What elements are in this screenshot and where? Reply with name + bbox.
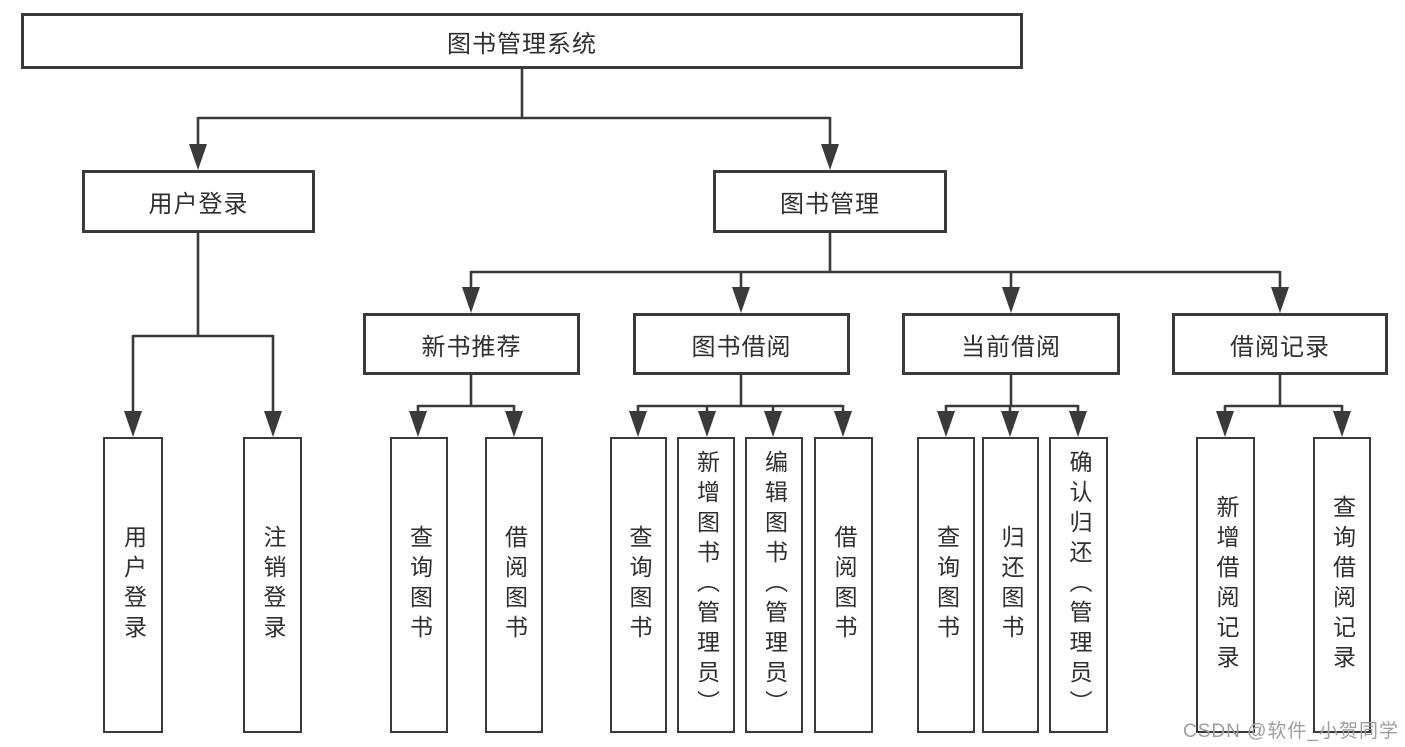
leaf-query-borrow-record: 查询借阅记录	[1313, 437, 1371, 733]
leaf-label: 编辑图书（管理员）	[761, 450, 788, 720]
leaf-logout: 注销登录	[243, 437, 302, 733]
leaf-edit-books-admin: 编辑图书（管理员）	[745, 437, 803, 733]
leaf-label: 注销登录	[260, 525, 286, 645]
leaf-label: 确认归还（管理员）	[1066, 450, 1092, 720]
leaf-label: 借阅图书	[501, 525, 528, 645]
leaf-user-login: 用户登录	[103, 437, 163, 733]
leaf-label: 查询图书	[406, 525, 433, 645]
node-new-book-recommend: 新书推荐	[363, 313, 580, 375]
leaf-label: 查询借阅记录	[1329, 495, 1356, 675]
leaf-label: 新增借阅记录	[1213, 495, 1239, 675]
leaf-return-books: 归还图书	[982, 437, 1039, 733]
leaf-label: 借阅图书	[831, 525, 857, 645]
leaf-query-books-borrow: 查询图书	[610, 437, 667, 733]
leaf-add-books-admin: 新增图书（管理员）	[677, 437, 735, 733]
leaf-label: 用户登录	[120, 525, 147, 645]
leaf-label: 归还图书	[998, 525, 1024, 645]
leaf-borrow-books-recommend: 借阅图书	[485, 437, 543, 733]
leaf-query-books-recommend: 查询图书	[390, 437, 448, 733]
leaf-add-borrow-record: 新增借阅记录	[1196, 437, 1255, 733]
node-user-login: 用户登录	[82, 170, 315, 233]
leaf-confirm-return-admin: 确认归还（管理员）	[1049, 437, 1108, 733]
node-borrow-records: 借阅记录	[1172, 313, 1388, 375]
root-node-library-system: 图书管理系统	[21, 13, 1023, 69]
node-current-borrow: 当前借阅	[902, 313, 1120, 375]
leaf-label: 新增图书（管理员）	[693, 450, 720, 720]
node-book-management: 图书管理	[713, 170, 947, 233]
node-book-borrow: 图书借阅	[633, 313, 850, 375]
leaf-label: 查询图书	[626, 525, 652, 645]
leaf-label: 查询图书	[933, 525, 960, 645]
leaf-query-books-current: 查询图书	[917, 437, 975, 733]
leaf-borrow-books: 借阅图书	[814, 437, 873, 733]
